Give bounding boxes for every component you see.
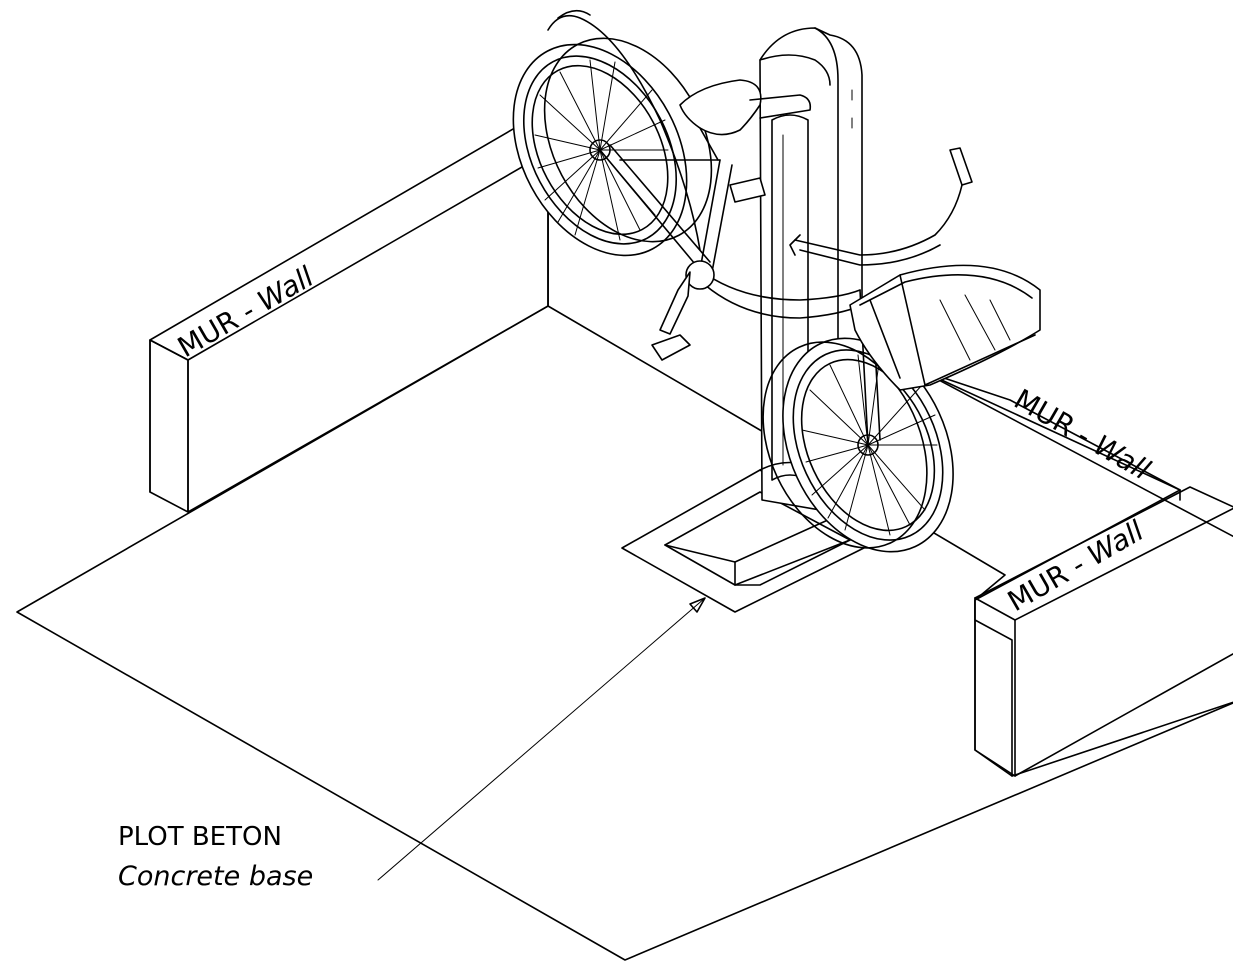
- wall-right-upper-label: MUR - Wall: [1009, 382, 1156, 486]
- left-wall: MUR - Wall: [149, 124, 549, 513]
- callout-fr: PLOT BETON: [118, 822, 282, 852]
- svg-text:MUR - Wall: MUR - Wall: [1009, 382, 1156, 486]
- callout-label: PLOT BETON Concrete base: [118, 822, 313, 892]
- callout-leader: [377, 597, 706, 881]
- bicycle: [512, 9, 1041, 553]
- front-basket: [849, 264, 1041, 391]
- lower-wheel-spokes: [801, 354, 938, 536]
- callout-en: Concrete base: [118, 861, 313, 892]
- right-wall: MUR - Wall MUR - Wall: [919, 369, 1233, 777]
